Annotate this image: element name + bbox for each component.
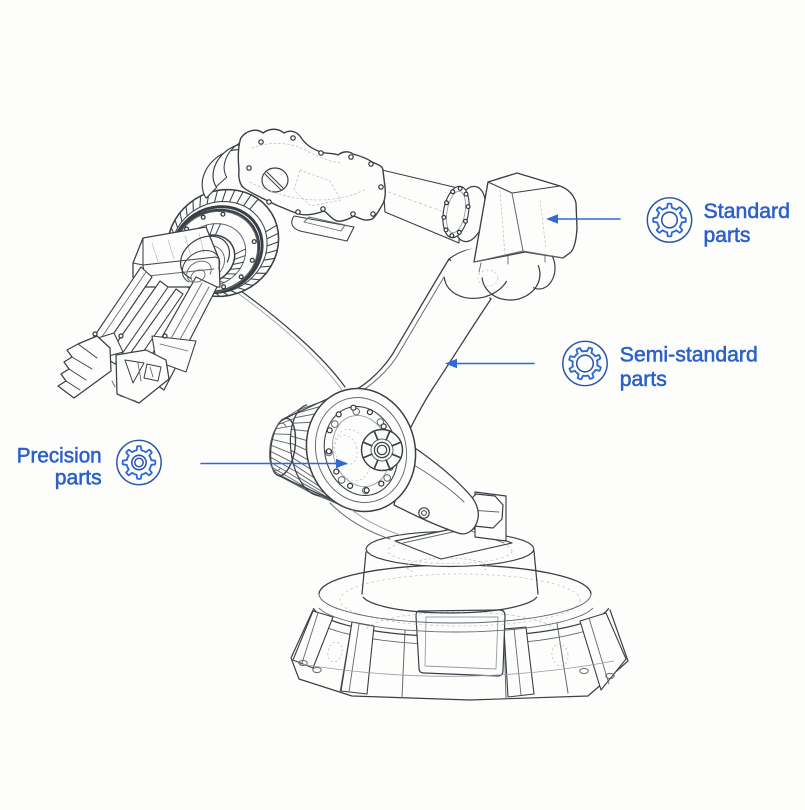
svg-text:Semi-standard: Semi-standard	[620, 343, 758, 367]
svg-text:Precision: Precision	[17, 444, 102, 468]
svg-text:parts: parts	[704, 223, 751, 247]
svg-text:parts: parts	[620, 367, 667, 391]
svg-text:parts: parts	[55, 466, 102, 490]
svg-text:Standard: Standard	[704, 199, 791, 223]
